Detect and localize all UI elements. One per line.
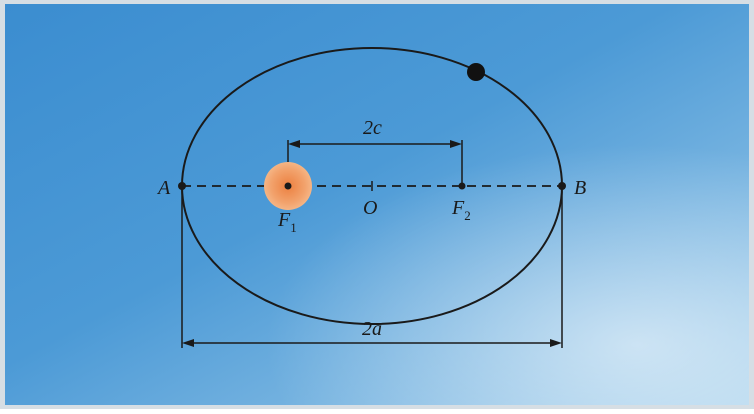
focus-label-f1: F1 bbox=[277, 209, 297, 235]
arrowhead-left-2c bbox=[288, 140, 300, 148]
focus-label-f2: F2 bbox=[451, 197, 471, 223]
vertex-label-b: B bbox=[574, 177, 586, 199]
focus-point-f2 bbox=[458, 182, 466, 190]
focus-label-f1-subscript: 1 bbox=[290, 220, 297, 235]
focus-label-f2-letter: F bbox=[451, 197, 465, 219]
vertex-label-a: A bbox=[156, 177, 171, 199]
center-label-o: O bbox=[363, 197, 377, 219]
arrowhead-right-2c bbox=[450, 140, 462, 148]
arrowhead-left-2a bbox=[182, 339, 194, 347]
vertex-point-a bbox=[178, 182, 186, 190]
focus-label-f1-letter: F bbox=[277, 209, 291, 231]
focal-distance-label: 2c bbox=[363, 117, 382, 139]
vertex-point-b bbox=[558, 182, 566, 190]
planet-icon bbox=[467, 63, 485, 81]
cloud-haze bbox=[5, 4, 749, 405]
arrowhead-right-2a bbox=[550, 339, 562, 347]
focus-label-f2-subscript: 2 bbox=[464, 208, 471, 223]
focus-point-f1 bbox=[284, 182, 292, 190]
major-axis-label: 2a bbox=[362, 318, 382, 340]
